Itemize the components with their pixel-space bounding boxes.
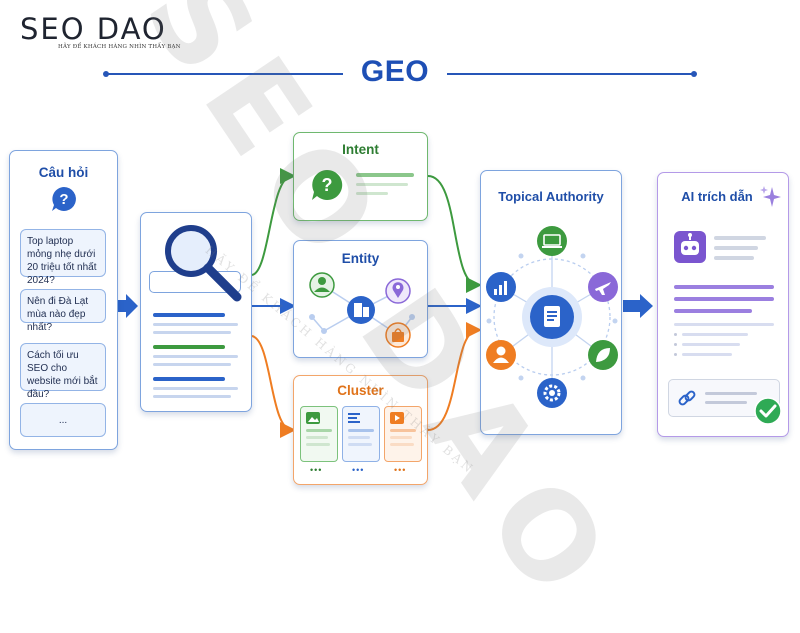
question-item[interactable]: Cách tối ưu SEO cho website mới bắt đầu? <box>20 343 106 400</box>
answer-bullet <box>674 333 677 336</box>
result-line <box>153 355 238 358</box>
cluster-item-image[interactable] <box>300 406 338 462</box>
airplane-icon <box>588 272 618 302</box>
sparkle-icon <box>760 186 781 207</box>
check-icon <box>754 397 782 425</box>
cluster-card: Cluster ••• ••• ••• <box>293 375 428 485</box>
intent-line <box>356 173 414 177</box>
answer-line <box>674 285 774 289</box>
person-icon <box>486 340 516 370</box>
gear-icon <box>537 378 567 408</box>
document-icon <box>530 295 574 339</box>
location-pin-icon <box>385 278 411 304</box>
result-line <box>153 313 225 317</box>
arrow-cluster-authority <box>427 322 482 431</box>
ai-citation-card: AI trích dẫn <box>657 172 789 437</box>
answer-line <box>714 236 766 240</box>
magnifier-icon <box>165 225 242 302</box>
topical-authority-title: Topical Authority <box>498 189 604 204</box>
arrow-authority-ai <box>623 294 653 318</box>
topical-authority-card: Topical Authority <box>480 170 622 435</box>
answer-line <box>714 256 754 260</box>
building-icon <box>347 296 375 324</box>
question-item[interactable]: Nên đi Đà Lạt mùa nào đẹp nhất? <box>20 289 106 333</box>
answer-line <box>674 297 774 301</box>
cluster-title: Cluster <box>337 383 384 398</box>
svg-text:?: ? <box>59 191 68 208</box>
text-doc-icon <box>348 413 360 423</box>
cluster-more: ••• <box>310 465 323 475</box>
cluster-item-video[interactable] <box>384 406 422 462</box>
arrow-intent-authority <box>427 175 482 293</box>
result-line <box>153 377 225 381</box>
page-title: GEO <box>360 55 430 88</box>
answer-line <box>674 323 774 326</box>
question-item[interactable]: Top laptop mỏng nhẹ dưới 20 triệu tốt nh… <box>20 229 106 286</box>
answer-line <box>674 309 752 313</box>
connectors <box>113 168 653 438</box>
image-icon <box>306 412 320 424</box>
question-bubble-icon: ? <box>52 187 76 211</box>
logo: SEO DAO HÃY ĐỂ KHÁCH HÀNG NHÌN THẤY BẠN <box>20 12 181 50</box>
result-line <box>153 345 225 349</box>
shopping-bag-icon <box>385 322 411 348</box>
question-icon: ? <box>312 169 343 200</box>
result-line <box>153 387 238 390</box>
questions-title: Câu hỏi <box>38 165 89 180</box>
intent-line <box>356 183 408 186</box>
answer-line <box>682 353 732 356</box>
result-line <box>153 395 231 398</box>
result-line <box>153 331 231 334</box>
search-card <box>140 212 252 412</box>
intent-card: Intent ? <box>293 132 428 221</box>
bar-chart-icon <box>486 272 516 302</box>
intent-title: Intent <box>342 142 379 157</box>
cluster-more: ••• <box>352 465 365 475</box>
link-icon <box>678 390 696 406</box>
logo-tagline: HÃY ĐỂ KHÁCH HÀNG NHÌN THẤY BẠN <box>58 44 181 50</box>
questions-card: Câu hỏi ? Top laptop mỏng nhẹ dưới 20 tr… <box>9 150 118 450</box>
arrow-questions-search <box>113 294 138 318</box>
arrow-search-cluster <box>251 335 296 438</box>
result-line <box>153 323 238 326</box>
title-line-left <box>103 71 343 77</box>
answer-line <box>682 333 748 336</box>
answer-line <box>682 343 740 346</box>
entity-title: Entity <box>341 251 380 266</box>
laptop-icon <box>537 226 567 256</box>
entity-graph <box>309 272 415 348</box>
svg-text:?: ? <box>322 175 333 195</box>
logo-name: SEO DAO <box>20 12 167 46</box>
result-line <box>153 363 231 366</box>
robot-icon <box>674 231 706 263</box>
title-line-right <box>447 71 697 77</box>
arrow-search-intent <box>251 168 296 276</box>
cluster-more: ••• <box>394 465 407 475</box>
answer-bullet <box>674 353 677 356</box>
entity-card: Entity <box>293 240 428 358</box>
answer-line <box>714 246 758 250</box>
leaf-icon <box>588 340 618 370</box>
answer-bullet <box>674 343 677 346</box>
authority-network <box>486 226 618 408</box>
video-play-icon <box>390 412 404 424</box>
person-icon <box>309 272 335 298</box>
cluster-item-text[interactable] <box>342 406 380 462</box>
ai-citation-title: AI trích dẫn <box>681 189 753 204</box>
question-item[interactable]: ... <box>20 403 106 437</box>
intent-line <box>356 192 388 195</box>
